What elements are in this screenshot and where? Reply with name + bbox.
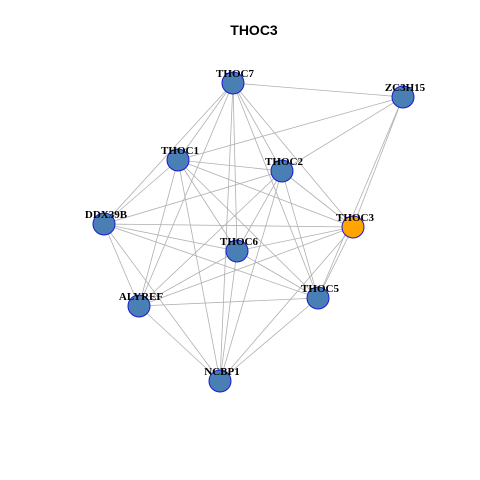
- edge-thoc7-thoc3: [232, 82, 354, 228]
- edge-ddx39b-thoc5: [103, 223, 319, 299]
- edge-thoc7-ddx39b: [103, 82, 234, 225]
- node-label-alyref: ALYREF: [119, 291, 163, 303]
- edge-thoc1-thoc2: [177, 159, 283, 172]
- node-label-thoc2: THOC2: [265, 156, 303, 168]
- node-label-thoc6: THOC6: [220, 236, 258, 248]
- edge-thoc7-ncbp1: [219, 82, 234, 382]
- node-thoc6: THOC6: [220, 236, 258, 263]
- node-circle-zc3h15: [391, 85, 415, 109]
- node-label-thoc3: THOC3: [336, 212, 374, 224]
- edge-thoc1-thoc6: [177, 159, 238, 252]
- node-label-zc3h15: ZC3H15: [385, 82, 426, 94]
- edge-thoc7-thoc6: [232, 82, 238, 252]
- edge-thoc7-thoc1: [177, 82, 234, 161]
- node-thoc1: THOC1: [161, 145, 199, 172]
- edge-thoc7-thoc5: [232, 82, 319, 299]
- edge-thoc3-thoc5: [317, 226, 354, 299]
- edge-thoc2-thoc5: [281, 170, 319, 299]
- node-label-thoc1: THOC1: [161, 145, 199, 157]
- edge-thoc7-zc3h15: [232, 82, 404, 98]
- node-label-ncbp1: NCBP1: [204, 366, 239, 378]
- edge-alyref-thoc5: [138, 297, 319, 307]
- node-thoc3: THOC3: [336, 212, 374, 239]
- edge-thoc1-thoc3: [177, 159, 354, 228]
- edge-thoc1-thoc5: [177, 159, 319, 299]
- node-circle-thoc7: [221, 71, 245, 95]
- node-circle-thoc2: [270, 159, 294, 183]
- node-thoc5: THOC5: [301, 283, 339, 310]
- edge-thoc2-ncbp1: [219, 170, 283, 382]
- edge-layer: [103, 82, 404, 382]
- edge-thoc2-thoc3: [281, 170, 354, 228]
- node-circle-thoc1: [166, 148, 190, 172]
- edge-thoc7-alyref: [138, 82, 234, 307]
- node-label-ddx39b: DDX39B: [85, 209, 128, 221]
- node-circle-thoc5: [306, 286, 330, 310]
- edge-zc3h15-thoc1: [177, 96, 404, 161]
- edge-ddx39b-alyref: [103, 223, 140, 307]
- node-circle-ddx39b: [92, 212, 116, 236]
- edge-zc3h15-thoc2: [281, 96, 404, 172]
- edge-thoc2-alyref: [138, 170, 283, 307]
- edge-thoc3-ncbp1: [219, 226, 354, 382]
- node-alyref: ALYREF: [119, 291, 163, 318]
- edge-thoc6-alyref: [138, 250, 238, 307]
- edge-zc3h15-thoc3: [352, 96, 404, 228]
- node-ddx39b: DDX39B: [85, 209, 128, 236]
- node-circle-ncbp1: [208, 369, 232, 393]
- node-thoc2: THOC2: [265, 156, 303, 183]
- edge-thoc2-thoc6: [236, 170, 283, 252]
- edge-thoc7-thoc2: [232, 82, 283, 172]
- node-label-thoc5: THOC5: [301, 283, 339, 295]
- edge-thoc6-ncbp1: [219, 250, 238, 382]
- diagram-title: THOC3: [230, 22, 278, 38]
- edge-thoc1-alyref: [138, 159, 179, 307]
- node-circle-thoc3: [341, 215, 365, 239]
- node-ncbp1: NCBP1: [204, 366, 240, 393]
- edge-thoc1-ddx39b: [103, 159, 179, 225]
- edge-thoc2-ddx39b: [103, 170, 283, 225]
- node-zc3h15: ZC3H15: [385, 82, 426, 109]
- edge-ddx39b-ncbp1: [103, 223, 221, 382]
- node-thoc7: THOC7: [216, 68, 254, 95]
- edge-thoc5-ncbp1: [219, 297, 319, 382]
- edge-ddx39b-thoc3: [103, 223, 354, 228]
- edge-thoc3-thoc6: [236, 226, 354, 252]
- node-circle-alyref: [127, 294, 151, 318]
- edge-zc3h15-thoc5: [317, 96, 404, 299]
- edge-alyref-ncbp1: [138, 305, 221, 382]
- node-circle-thoc6: [225, 239, 249, 263]
- edge-thoc6-thoc5: [236, 250, 319, 299]
- node-label-thoc7: THOC7: [216, 68, 254, 80]
- edge-thoc1-ncbp1: [177, 159, 221, 382]
- edge-ddx39b-thoc6: [103, 223, 238, 252]
- edge-thoc3-alyref: [138, 226, 354, 307]
